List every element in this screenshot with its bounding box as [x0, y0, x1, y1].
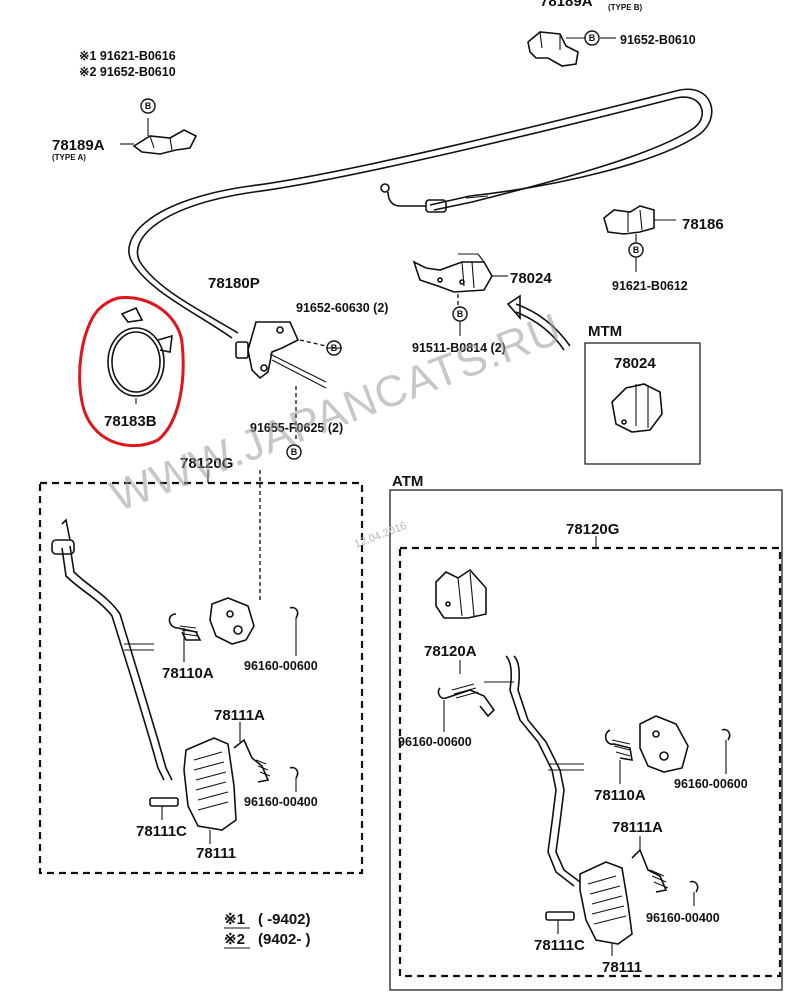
clamp-78183b	[107, 306, 173, 397]
left-bracket-plate	[209, 597, 255, 645]
footnote-2-mark: ※2	[224, 931, 245, 948]
label-type-b: (TYPE B)	[608, 3, 643, 12]
label-clamp-78186: 78186	[682, 216, 724, 233]
label-right-78120a: 78120A	[424, 643, 477, 660]
svg-text:B: B	[291, 447, 298, 457]
mtm-title: MTM	[588, 323, 622, 340]
label-78189a-type-a: 78189A	[52, 137, 105, 154]
footnote-1-text: ( -9402)	[258, 911, 311, 928]
label-mtm-78024: 78024	[614, 355, 656, 372]
label-right-78111: 78111	[602, 959, 642, 976]
cable-end-lever	[235, 321, 327, 440]
watermark-text: WWW.JAPANCATS.RU	[104, 304, 569, 521]
label-bolt-b0610: 91652-B0610	[620, 33, 696, 47]
right-pedal-pad	[579, 861, 633, 945]
right-pedal-assembly-box	[398, 546, 782, 978]
right-bracket-plate	[639, 715, 689, 773]
label-right-78111c: 78111C	[534, 937, 585, 954]
bolt-circle-78024: B	[452, 306, 468, 322]
atm-title: ATM	[392, 473, 423, 490]
label-note1-part: ※1 91621-B0616	[79, 49, 176, 63]
label-bolt-b0612: 91621-B0612	[612, 279, 688, 293]
highlight-circle	[78, 296, 185, 448]
right-pin-78111c	[545, 911, 575, 921]
label-left-78110a: 78110A	[162, 665, 214, 682]
right-pedal-lever	[484, 655, 584, 887]
atm-box	[389, 489, 783, 991]
label-clamp-78183b: 78183B	[104, 413, 157, 430]
bracket-78189a-type-b	[527, 31, 588, 67]
right-clip-400	[689, 880, 699, 893]
bolt-circle-78186: B	[628, 242, 644, 258]
right-spring-a	[437, 683, 496, 718]
label-left-96160-00400: 96160-00400	[244, 795, 318, 809]
svg-text:B: B	[633, 245, 640, 255]
curved-arrow	[506, 294, 571, 351]
svg-text:B: B	[457, 309, 464, 319]
footnote-1-mark: ※1	[224, 911, 245, 928]
label-cable-78180p: 78180P	[208, 275, 260, 292]
label-left-78120g: 78120G	[180, 455, 233, 472]
svg-text:B: B	[145, 101, 152, 111]
bolt-circle-a: B	[140, 98, 156, 114]
label-right-96160-00400: 96160-00400	[646, 911, 720, 925]
svg-text:B: B	[589, 33, 596, 43]
label-bolt-f0625: 91655-F0625 (2)	[250, 421, 343, 435]
label-right-96160-00600-a: 96160-00600	[398, 735, 472, 749]
accelerator-cable	[128, 88, 713, 339]
left-pin-78111c	[149, 797, 179, 807]
bolt-circle-top: B	[584, 30, 600, 46]
mtm-inset	[584, 342, 701, 465]
left-pedal-lever	[51, 518, 173, 781]
right-spring-78111a	[631, 848, 669, 893]
label-note2-part: ※2 91652-B0610	[79, 65, 176, 79]
label-78189a-type-b: 78189A	[540, 0, 593, 10]
label-left-78111a: 78111A	[214, 707, 265, 724]
right-bracket-78120a	[435, 568, 487, 619]
left-spring-78110a	[168, 613, 202, 641]
label-right-78120g: 78120G	[566, 521, 619, 538]
label-bolt-b0814: 91511-B0814 (2)	[412, 341, 506, 355]
leader-lines	[120, 37, 727, 956]
bracket-78024	[412, 253, 508, 306]
label-right-78110a: 78110A	[594, 787, 646, 804]
bolt-circle-f0625: B	[286, 444, 302, 460]
right-clip-600	[721, 728, 731, 741]
left-clip-400	[289, 766, 299, 779]
label-right-78111a: 78111A	[612, 819, 663, 836]
label-bracket-78024: 78024	[510, 270, 552, 287]
label-left-78111c: 78111C	[136, 823, 187, 840]
bracket-78189a-type-a	[132, 118, 198, 155]
footnote-2-text: (9402- )	[258, 931, 311, 948]
label-left-96160-00600: 96160-00600	[244, 659, 318, 673]
left-pedal-pad	[183, 737, 237, 831]
label-left-78111: 78111	[196, 845, 236, 862]
right-spring-78110a	[604, 729, 633, 761]
label-bolt-60630: 91652-60630 (2)	[296, 301, 388, 315]
label-type-a: (TYPE A)	[52, 153, 86, 162]
label-right-96160-00600-b: 96160-00600	[674, 777, 748, 791]
left-clip-600	[289, 606, 299, 619]
left-pedal-assembly-box	[38, 481, 364, 875]
clamp-78186	[603, 205, 676, 242]
left-spring-78111a	[233, 738, 271, 783]
